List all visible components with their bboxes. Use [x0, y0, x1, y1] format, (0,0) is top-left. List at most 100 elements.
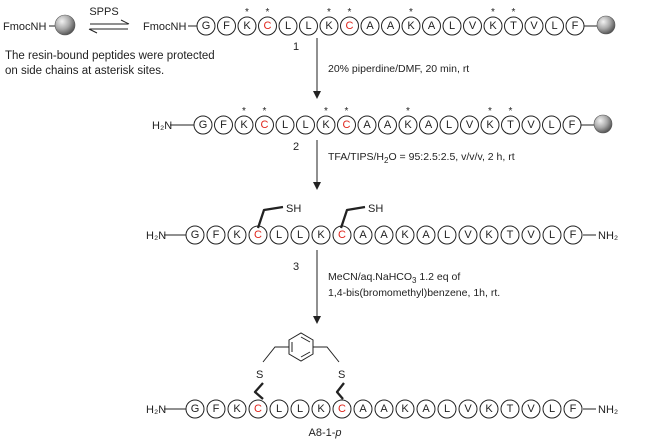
- residue-letter: A: [428, 20, 436, 32]
- residue-circle: [357, 115, 377, 135]
- residue-letter: L: [305, 20, 311, 32]
- step3-conditions-line1: MeCN/aq.NaHCO3 1.2 eq of: [328, 271, 460, 285]
- nh2-label-row2: NH₂: [598, 230, 618, 242]
- step2-cond-part1: TFA/TIPS/H: [328, 151, 384, 163]
- residue-circle: [185, 399, 205, 419]
- residue-circle: [311, 225, 331, 245]
- residue-circle: [214, 115, 233, 135]
- protection-star: *: [345, 106, 349, 117]
- residue-circle: [206, 225, 226, 245]
- residue-circle: [337, 115, 356, 135]
- residue-circle: [374, 225, 394, 245]
- residue-circle: [217, 16, 236, 36]
- residue-circle: [416, 399, 436, 419]
- fmoc-label-start: FmocNH: [3, 21, 46, 33]
- residue-circle: [437, 225, 457, 245]
- residue-letter: A: [380, 403, 388, 415]
- residue-letter: K: [233, 229, 241, 241]
- compound-name: A8-1-p: [308, 427, 341, 439]
- residue-letter: L: [549, 403, 555, 415]
- residue-letter: K: [485, 403, 493, 415]
- residue-letter: G: [191, 229, 200, 241]
- residue-circle: [299, 16, 318, 36]
- residue-circle: [290, 399, 310, 419]
- residue-circle: [296, 115, 315, 135]
- spps-label: SPPS: [89, 6, 118, 18]
- residue-circle: [340, 16, 359, 36]
- residue-letter: K: [404, 119, 412, 131]
- residue-letter: F: [569, 119, 576, 131]
- residue-letter: A: [359, 229, 367, 241]
- residue-letter: V: [527, 403, 535, 415]
- residue-letter: V: [464, 403, 472, 415]
- residue-circle: [374, 399, 394, 419]
- step3-conditions-line2: 1,4-bis(bromomethyl)benzene, 1h, rt.: [328, 287, 500, 299]
- step3-arrow-head: [313, 316, 321, 324]
- residue-letter: K: [233, 403, 241, 415]
- resin-bead: [593, 114, 613, 134]
- step2-conditions: TFA/TIPS/H2O = 95:2.5:2.5, v/v/v, 2 h, r…: [328, 151, 515, 165]
- residue-circle: [521, 399, 541, 419]
- linker-left: [262, 346, 289, 363]
- residue-circle: [463, 16, 482, 36]
- cysteine-residue: C: [264, 20, 272, 32]
- residue-letter: A: [380, 229, 388, 241]
- resin-note-line2: on side chains at asterisk sites.: [5, 65, 164, 77]
- residue-circle: [193, 115, 213, 135]
- residue-circle: [269, 399, 289, 419]
- residue-letter: L: [444, 403, 450, 415]
- residue-circle: [269, 225, 289, 245]
- residue-circle: [521, 115, 541, 135]
- residue-circle: [290, 225, 310, 245]
- residue-letter: A: [422, 229, 430, 241]
- residue-circle: [395, 225, 415, 245]
- residue-circle: [234, 115, 254, 135]
- residue-letter: L: [282, 119, 288, 131]
- residue-letter: L: [297, 403, 303, 415]
- protection-star: *: [327, 7, 331, 18]
- cysteine-residue: C: [338, 229, 346, 241]
- thiol-bond-2: [339, 205, 366, 229]
- residue-circle: [401, 16, 421, 36]
- residue-letter: T: [510, 20, 517, 32]
- staple-bond-left: [253, 382, 264, 400]
- step3-number: 3: [293, 261, 299, 273]
- residue-circle: [563, 225, 583, 245]
- residue-letter: F: [572, 20, 579, 32]
- residue-letter: T: [507, 229, 514, 241]
- residue-circle: [395, 399, 415, 419]
- step1-number: 1: [293, 41, 299, 53]
- spps-arrow-bottom-head: [88, 28, 98, 34]
- residue-circle: [500, 399, 520, 419]
- residue-letter: F: [223, 20, 230, 32]
- thiol-bond-1: [256, 205, 284, 229]
- residue-circle: [196, 16, 216, 36]
- residue-letter: A: [359, 403, 367, 415]
- residue-circle: [381, 16, 400, 36]
- residue-circle: [545, 16, 564, 36]
- residue-circle: [542, 399, 562, 419]
- residue-letter: V: [527, 119, 535, 131]
- benzene-ring: [288, 332, 314, 362]
- cysteine-residue: C: [254, 403, 262, 415]
- residue-letter: V: [464, 229, 472, 241]
- residue-letter: K: [322, 119, 330, 131]
- cysteine-residue: C: [343, 119, 351, 131]
- protection-star: *: [409, 7, 413, 18]
- residue-letter: L: [444, 229, 450, 241]
- residue-circle: [542, 225, 562, 245]
- residue-letter: K: [486, 119, 494, 131]
- residue-letter: K: [317, 403, 325, 415]
- residue-letter: V: [466, 119, 474, 131]
- protection-star: *: [491, 7, 495, 18]
- protection-star: *: [406, 106, 410, 117]
- residue-letter: T: [507, 119, 514, 131]
- residue-letter: G: [199, 119, 208, 131]
- h2n-label-row1: H₂N: [152, 120, 172, 132]
- residue-letter: A: [366, 20, 374, 32]
- residue-letter: K: [325, 20, 333, 32]
- protection-star: *: [488, 106, 492, 117]
- fmoc-label-row0: FmocNH: [143, 21, 186, 33]
- protection-star: *: [512, 7, 516, 18]
